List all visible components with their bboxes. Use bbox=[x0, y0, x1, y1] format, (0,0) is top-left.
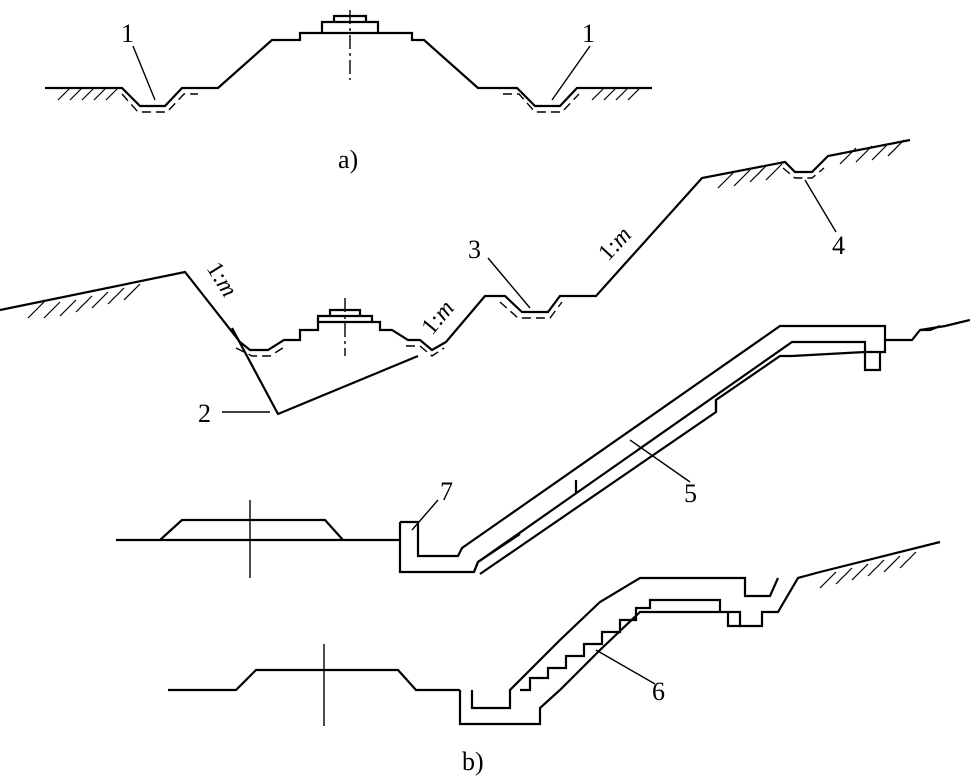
figure-b-chute bbox=[116, 318, 970, 578]
chute-end bbox=[920, 324, 941, 332]
leader-1-left bbox=[132, 45, 156, 101]
ground-hatch-b2 bbox=[717, 139, 905, 189]
stepped-drain-top bbox=[470, 576, 780, 710]
figure-b-stepped bbox=[168, 540, 941, 726]
slope-label-left: 1:m bbox=[201, 257, 242, 301]
leader-3 bbox=[487, 257, 531, 309]
label-5: 5 bbox=[684, 479, 697, 508]
leader-4 bbox=[804, 179, 837, 233]
label-7: 7 bbox=[440, 477, 453, 506]
leader-5 bbox=[629, 439, 691, 483]
leader-7 bbox=[411, 499, 439, 531]
figure-b-cut bbox=[0, 138, 911, 416]
label-6: 6 bbox=[652, 677, 665, 706]
chute-outer bbox=[400, 318, 970, 558]
label-1-left: 1 bbox=[121, 19, 134, 48]
chute-steps bbox=[574, 400, 718, 494]
stepped-drain-outer bbox=[458, 540, 941, 726]
label-2: 2 bbox=[198, 399, 211, 428]
ground-line-a bbox=[45, 31, 652, 108]
ditch-lining-right bbox=[503, 93, 580, 113]
label-3: 3 bbox=[468, 235, 481, 264]
label-figure-b: b) bbox=[462, 747, 484, 776]
intercept-ditch-lining bbox=[782, 167, 825, 179]
ground-hatch-lower bbox=[819, 551, 917, 589]
ditch-lining-left bbox=[121, 93, 198, 113]
ground-line-lower bbox=[168, 668, 460, 692]
ground-hatch-a bbox=[57, 87, 641, 101]
chute-bottom bbox=[472, 350, 882, 575]
stepped-drain-steps bbox=[520, 598, 722, 692]
ground-hatch-b1 bbox=[27, 283, 141, 319]
spoil-bank-lines bbox=[231, 327, 419, 416]
label-1-right: 1 bbox=[582, 19, 595, 48]
leader-1-right bbox=[551, 45, 591, 101]
label-figure-a: a) bbox=[338, 145, 358, 174]
stepped-drain-end bbox=[726, 612, 740, 628]
chute-inner bbox=[398, 340, 887, 574]
cut-outline bbox=[0, 138, 911, 352]
ground-line-middle bbox=[116, 518, 400, 542]
side-ditch-lining-left bbox=[235, 345, 287, 357]
figure-a-embankment bbox=[45, 10, 652, 113]
side-ditch-lining-right bbox=[406, 345, 445, 357]
leader-6 bbox=[595, 649, 656, 685]
label-4: 4 bbox=[832, 231, 845, 260]
slope-label-right: 1:m bbox=[593, 222, 637, 266]
